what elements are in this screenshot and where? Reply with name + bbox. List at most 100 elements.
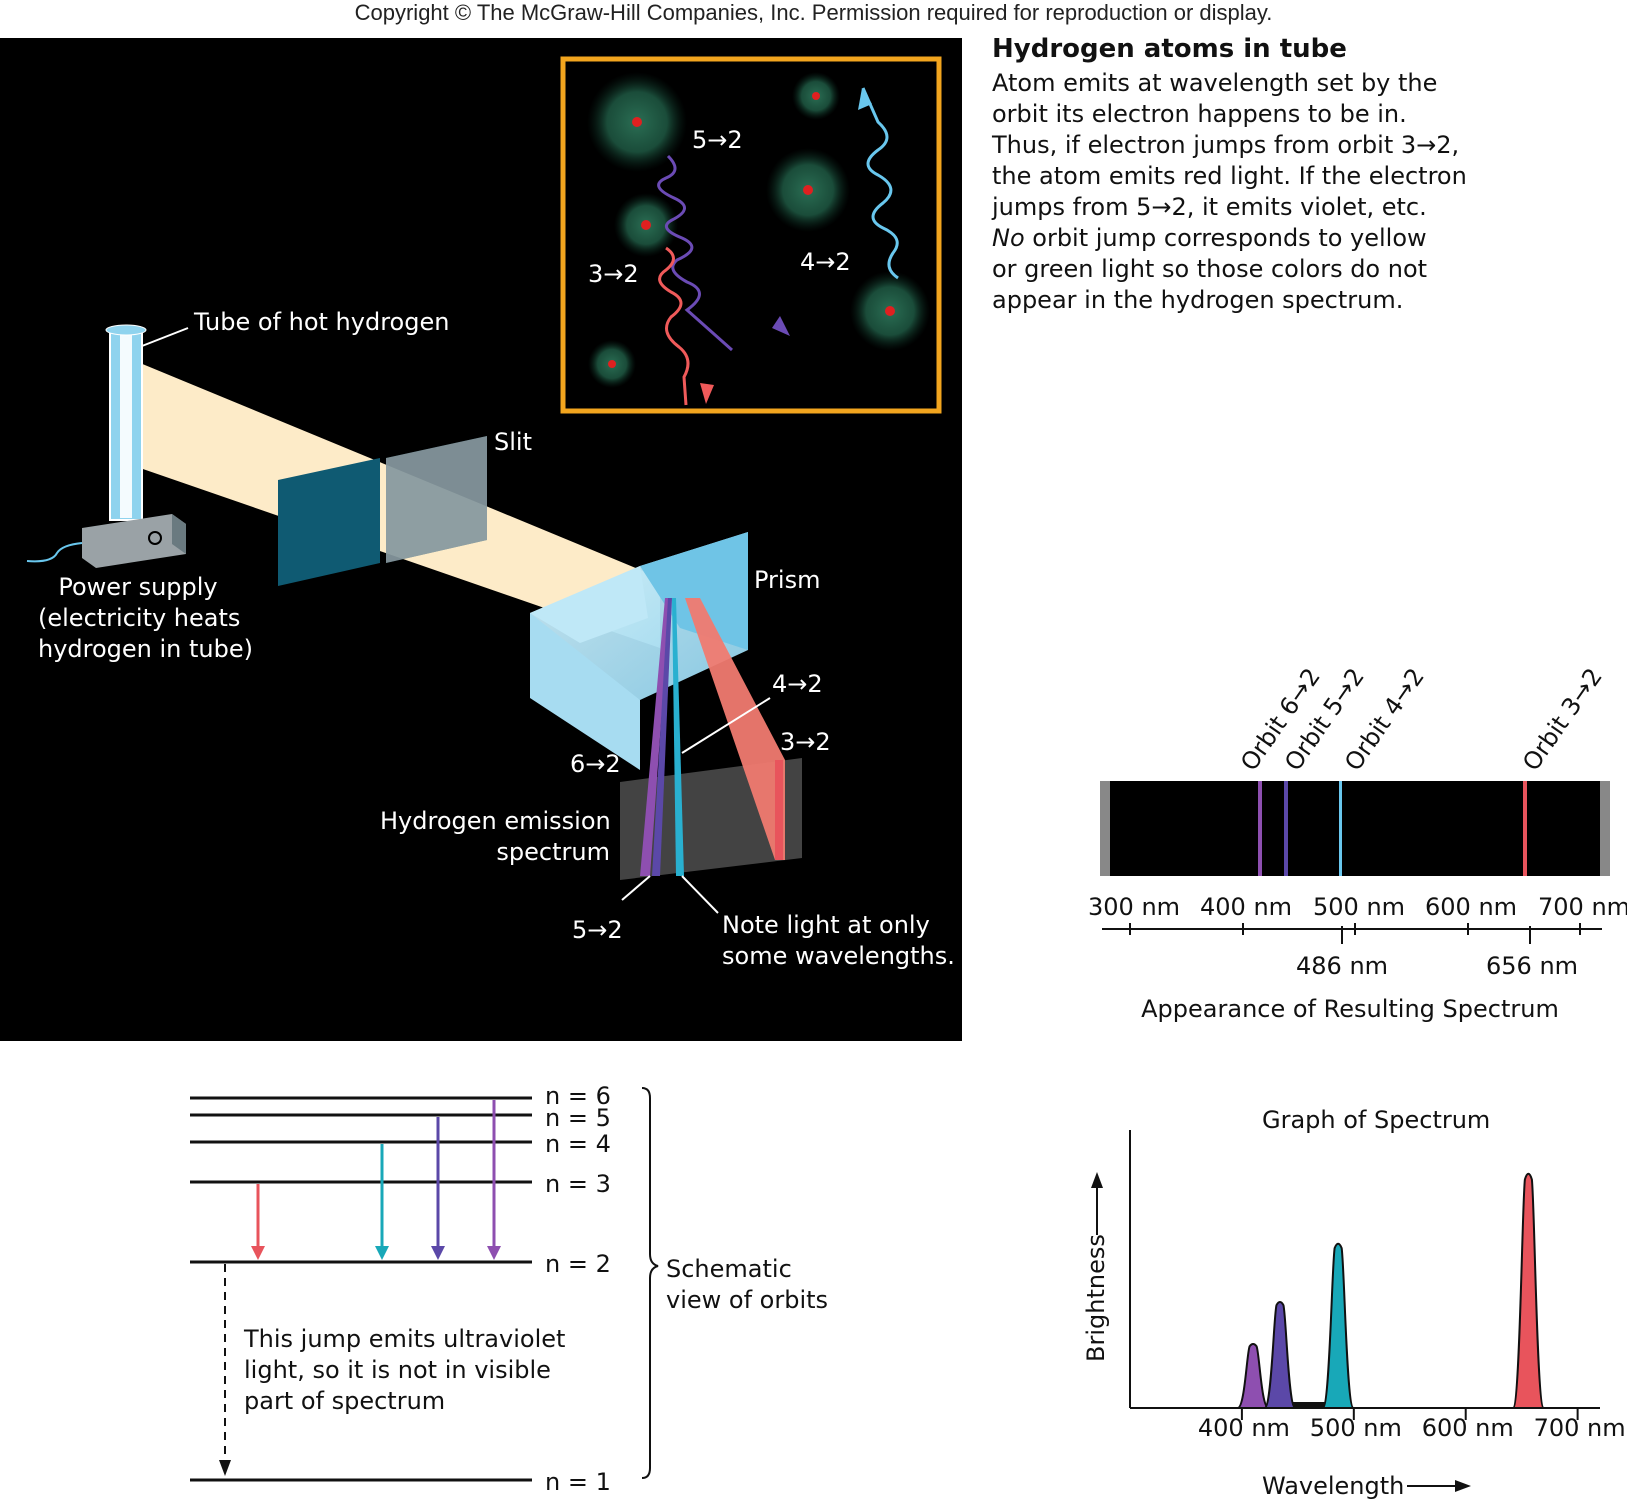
graph-title: Graph of Spectrum [1262, 1106, 1491, 1134]
line-4-2 [672, 598, 684, 876]
spectrum-bar-edge-right [1600, 781, 1610, 876]
slit-screen-overlay [386, 436, 487, 563]
nucleus [641, 220, 651, 230]
graph-tick-label: 400 nm [1197, 1414, 1290, 1442]
spectrum-bar-figure [1100, 781, 1610, 935]
note-leader [681, 875, 719, 914]
bar-tick-600: 600 nm [1425, 893, 1518, 921]
inset-jump-5-2: 5→2 [692, 126, 743, 154]
copyright-notice: Copyright © The McGraw-Hill Companies, I… [354, 0, 1273, 25]
prism-top [530, 566, 648, 643]
level-label-n1: n = 1 [545, 1468, 611, 1496]
line-6-2 [640, 598, 670, 876]
label-4-2: 4→2 [772, 670, 823, 698]
bar-line-4-2 [1339, 781, 1342, 876]
explanation-line: Thus, if electron jumps from orbit 3→2, [992, 131, 1460, 159]
tube-cap [105, 324, 147, 336]
label-5-2: 5→2 [572, 916, 623, 944]
label-6-2: 6→2 [570, 750, 621, 778]
blue-photon-arrow [858, 88, 872, 110]
bar-tick-300: 300 nm [1088, 893, 1181, 921]
orbit-diagram [190, 1087, 659, 1482]
graph-peaks [1236, 1172, 1545, 1409]
nucleus [812, 92, 820, 100]
orbit-label-3-2: Orbit 3→2 [1517, 662, 1608, 776]
spectrum-caption: Appearance of Resulting Spectrum [1141, 995, 1559, 1023]
line-5-2-leader [621, 875, 651, 901]
level-label-n2: n = 2 [545, 1250, 611, 1278]
mark-486-tick [1341, 926, 1343, 944]
uv-line: light, so it is not in visible [244, 1356, 551, 1384]
slit-label: Slit [494, 428, 532, 456]
explanation-line: the atom emits red light. If the electro… [992, 162, 1467, 190]
line-3-2 [775, 760, 783, 860]
mark-656: 656 nm [1486, 952, 1579, 980]
tube-leader [141, 327, 189, 347]
graph-tick-label: 700 nm [1533, 1414, 1626, 1442]
note-line: Note light at only [722, 911, 930, 939]
line6-rest: orbit jump corresponds to yellow [1024, 224, 1427, 252]
line-3-2-beam [685, 598, 785, 860]
bar-line-3-2 [1523, 781, 1527, 876]
prism-front [530, 613, 640, 770]
schematic-line: view of orbits [666, 1286, 829, 1314]
level-label-n4: n = 4 [545, 1130, 611, 1158]
note-label: Note light at only some wavelengths. [722, 910, 955, 972]
explanation-line: or green light so those colors do not [992, 255, 1428, 283]
arrow-4-2-head [375, 1246, 389, 1260]
power-line: (electricity heats [38, 604, 241, 632]
bar-tick-500: 500 nm [1313, 893, 1406, 921]
spectrum-bar [1108, 781, 1602, 876]
wavelength-arrow [1407, 1480, 1471, 1492]
emission-line: spectrum [496, 838, 610, 866]
power-line: hydrogen in tube) [38, 635, 254, 663]
wavelength-arrow-head [1455, 1480, 1471, 1492]
graph-peak-486 [1321, 1242, 1355, 1409]
explanation-line: Atom emits at wavelength set by the [992, 69, 1438, 97]
tube-core [120, 333, 132, 518]
power-cord [26, 542, 83, 563]
inset-frame [560, 56, 942, 414]
prism-side [640, 532, 748, 650]
graph-xlabel: Wavelength [1262, 1472, 1404, 1500]
apparatus-illustration [26, 56, 942, 914]
schematic-label: Schematic view of orbits [666, 1254, 828, 1316]
mark-656-tick [1529, 926, 1531, 944]
red-photon [658, 246, 690, 406]
spectrum-graph [1091, 1130, 1600, 1420]
graph-tick-label: 500 nm [1309, 1414, 1402, 1442]
nucleus [608, 360, 616, 368]
explanation-text: Atom emits at wavelength set by the orbi… [992, 68, 1467, 316]
explanation-line: orbit its electron happens to be in. [992, 100, 1407, 128]
uv-line: This jump emits ultraviolet [244, 1325, 566, 1353]
italic-no: No [992, 224, 1025, 252]
graph-peak-410 [1236, 1343, 1270, 1409]
graph-ylabel: Brightness [1082, 1234, 1110, 1362]
line-5-2 [652, 598, 672, 876]
power-supply-label: Power supply (electricity heats hydrogen… [38, 572, 254, 665]
graph-xlabel-text: Wavelength [1262, 1472, 1405, 1500]
label-3-2: 3→2 [780, 728, 831, 756]
level-label-n5: n = 5 [545, 1104, 611, 1132]
schematic-line: Schematic [666, 1255, 792, 1283]
arrow-5-2-head [431, 1246, 445, 1260]
mark-486: 486 nm [1296, 952, 1389, 980]
uv-line: part of spectrum [244, 1387, 446, 1415]
explanation-line-6: No orbit jump corresponds to yellow [992, 223, 1452, 254]
bar-tick-400: 400 nm [1200, 893, 1293, 921]
arrow-2-1-head [219, 1460, 231, 1476]
orbit-brace [641, 1087, 659, 1479]
bar-tick-700: 700 nm [1538, 893, 1627, 921]
arrow-6-2-head [487, 1246, 501, 1260]
atom-group [587, 72, 930, 388]
prism-label: Prism [754, 566, 821, 594]
inset-jump-4-2: 4→2 [800, 248, 851, 276]
arrow-3-2-head [251, 1246, 265, 1260]
graph-tick-label: 600 nm [1421, 1414, 1514, 1442]
note-line: some wavelengths. [722, 942, 955, 970]
bar-line-6-2 [1258, 781, 1262, 876]
explanation-line: appear in the hydrogen spectrum. [992, 286, 1404, 314]
slit-screen-left [278, 458, 380, 586]
emission-line: Hydrogen emission [380, 807, 611, 835]
spectrum-bar-edge-left [1100, 781, 1110, 876]
